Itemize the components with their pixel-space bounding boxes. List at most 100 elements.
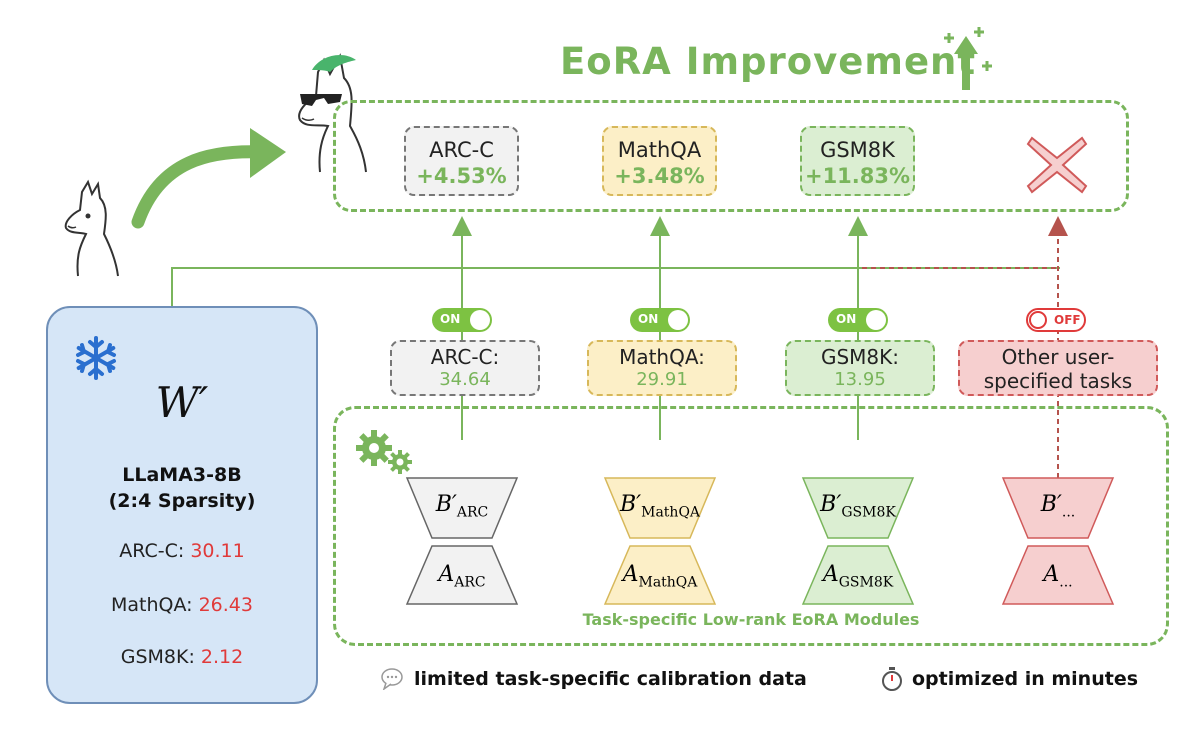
improvement-container <box>333 100 1129 212</box>
gears-icon <box>356 430 412 474</box>
stopwatch-icon <box>882 667 902 691</box>
result-name: MathQA <box>617 138 702 162</box>
toggle-other[interactable]: OFF <box>1026 308 1086 332</box>
other-tasks-box: Other user- specified tasks <box>958 340 1158 396</box>
a-other-shape <box>1001 545 1115 605</box>
b-other-shape <box>1001 477 1115 539</box>
other-line2: specified tasks <box>983 369 1133 393</box>
b-gsm8k-shape <box>801 477 915 539</box>
score-arc-c: ARC-C: 34.64 <box>390 340 540 396</box>
toggle-knob <box>668 310 688 330</box>
toggle-label: ON <box>440 312 461 326</box>
toggle-knob <box>866 310 886 330</box>
b-sub: ARC <box>456 504 489 521</box>
a-arc-shape <box>405 545 519 605</box>
metric-name: MathQA: <box>111 594 199 616</box>
llama-icon <box>64 179 119 277</box>
a-mathqa-label: AMathQA <box>605 562 715 590</box>
diagram-title: EoRA Improvement <box>560 40 977 83</box>
metric-name: GSM8K: <box>120 646 201 668</box>
metric-mathqa: MathQA: 26.43 <box>46 594 318 616</box>
a-mathqa-shape <box>603 545 717 605</box>
b-main: B′ <box>619 492 642 517</box>
b-arc-shape <box>405 477 519 539</box>
upgrade-arrow <box>131 145 269 229</box>
score-value: 34.64 <box>439 369 491 390</box>
a-main: A <box>438 562 455 587</box>
sunglasses-llama-icon <box>298 53 367 173</box>
metric-value: 30.11 <box>190 540 245 562</box>
a-sub: MathQA <box>638 574 698 591</box>
score-gsm8k: GSM8K: 13.95 <box>785 340 935 396</box>
b-main: B′ <box>1040 492 1062 517</box>
result-gsm8k: GSM8K +11.83% <box>800 126 915 196</box>
a-sub: GSM8K <box>838 574 894 591</box>
other-line1: Other user- <box>1001 345 1115 369</box>
result-mathqa: MathQA +3.48% <box>602 126 717 196</box>
toggle-gsm8k[interactable]: ON <box>828 308 888 332</box>
toggle-label: ON <box>836 312 857 326</box>
speech-bubble-icon <box>381 668 403 690</box>
score-name: ARC-C: <box>430 345 500 369</box>
metric-name: ARC-C: <box>119 540 191 562</box>
module-gsm8k <box>801 477 915 605</box>
module-arc <box>405 477 519 605</box>
result-improvement: +4.53% <box>416 164 507 188</box>
b-sub: MathQA <box>641 504 701 521</box>
result-improvement: +3.48% <box>614 164 705 188</box>
b-sub: ... <box>1061 504 1076 521</box>
a-sub: ARC <box>454 574 486 591</box>
b-main: B′ <box>820 492 842 517</box>
b-arc-label: B′ARC <box>407 492 517 520</box>
result-name: GSM8K <box>820 138 895 162</box>
toggle-arc-c[interactable]: ON <box>432 308 492 332</box>
result-arc-c: ARC-C +4.53% <box>404 126 519 196</box>
score-name: GSM8K: <box>820 345 900 369</box>
metric-arc-c: ARC-C: 30.11 <box>46 540 318 562</box>
upgrade-arrowhead <box>250 128 286 178</box>
b-other-label: B′... <box>1003 492 1113 520</box>
score-name: MathQA: <box>619 345 705 369</box>
modules-container <box>333 406 1169 646</box>
a-main: A <box>822 562 839 587</box>
cross-icon <box>1026 136 1088 194</box>
b-gsm8k-label: B′GSM8K <box>803 492 913 520</box>
metric-value: 2.12 <box>200 646 244 668</box>
result-name: ARC-C <box>429 138 494 162</box>
footer-speed: optimized in minutes <box>912 668 1139 690</box>
trunk-line <box>171 267 1060 306</box>
result-improvement: +11.83% <box>804 164 911 188</box>
weight-symbol: W′ <box>155 378 209 427</box>
snowflake-icon <box>76 336 116 380</box>
metric-value: 26.43 <box>198 594 253 616</box>
b-sub: GSM8K <box>841 504 896 521</box>
a-gsm8k-shape <box>801 545 915 605</box>
modules-caption: Task-specific Low-rank EoRA Modules <box>582 610 920 629</box>
toggle-knob <box>1029 311 1047 329</box>
model-name-line2: (2:4 Sparsity) <box>108 490 256 512</box>
a-sub: ... <box>1059 574 1073 591</box>
a-main: A <box>1043 562 1060 587</box>
metric-gsm8k: GSM8K: 2.12 <box>46 646 318 668</box>
module-other <box>1001 477 1115 605</box>
model-name-line1: LLaMA3-8B <box>122 464 242 486</box>
a-other-label: A... <box>1003 562 1113 590</box>
score-value: 29.91 <box>636 369 688 390</box>
b-mathqa-shape <box>603 477 717 539</box>
toggle-knob <box>470 310 490 330</box>
a-gsm8k-label: AGSM8K <box>803 562 913 590</box>
sparkle-arrow-icon <box>944 27 992 90</box>
toggle-mathqa[interactable]: ON <box>630 308 690 332</box>
footer-calibration: limited task-specific calibration data <box>414 668 807 690</box>
b-main: B′ <box>435 492 457 517</box>
b-mathqa-label: B′MathQA <box>605 492 715 520</box>
a-arc-label: AARC <box>407 562 517 590</box>
model-name: LLaMA3-8B (2:4 Sparsity) <box>46 462 318 514</box>
toggle-label: OFF <box>1054 313 1081 327</box>
toggle-label: ON <box>638 312 659 326</box>
a-main: A <box>622 562 639 587</box>
module-mathqa <box>603 477 717 605</box>
score-mathqa: MathQA: 29.91 <box>587 340 737 396</box>
